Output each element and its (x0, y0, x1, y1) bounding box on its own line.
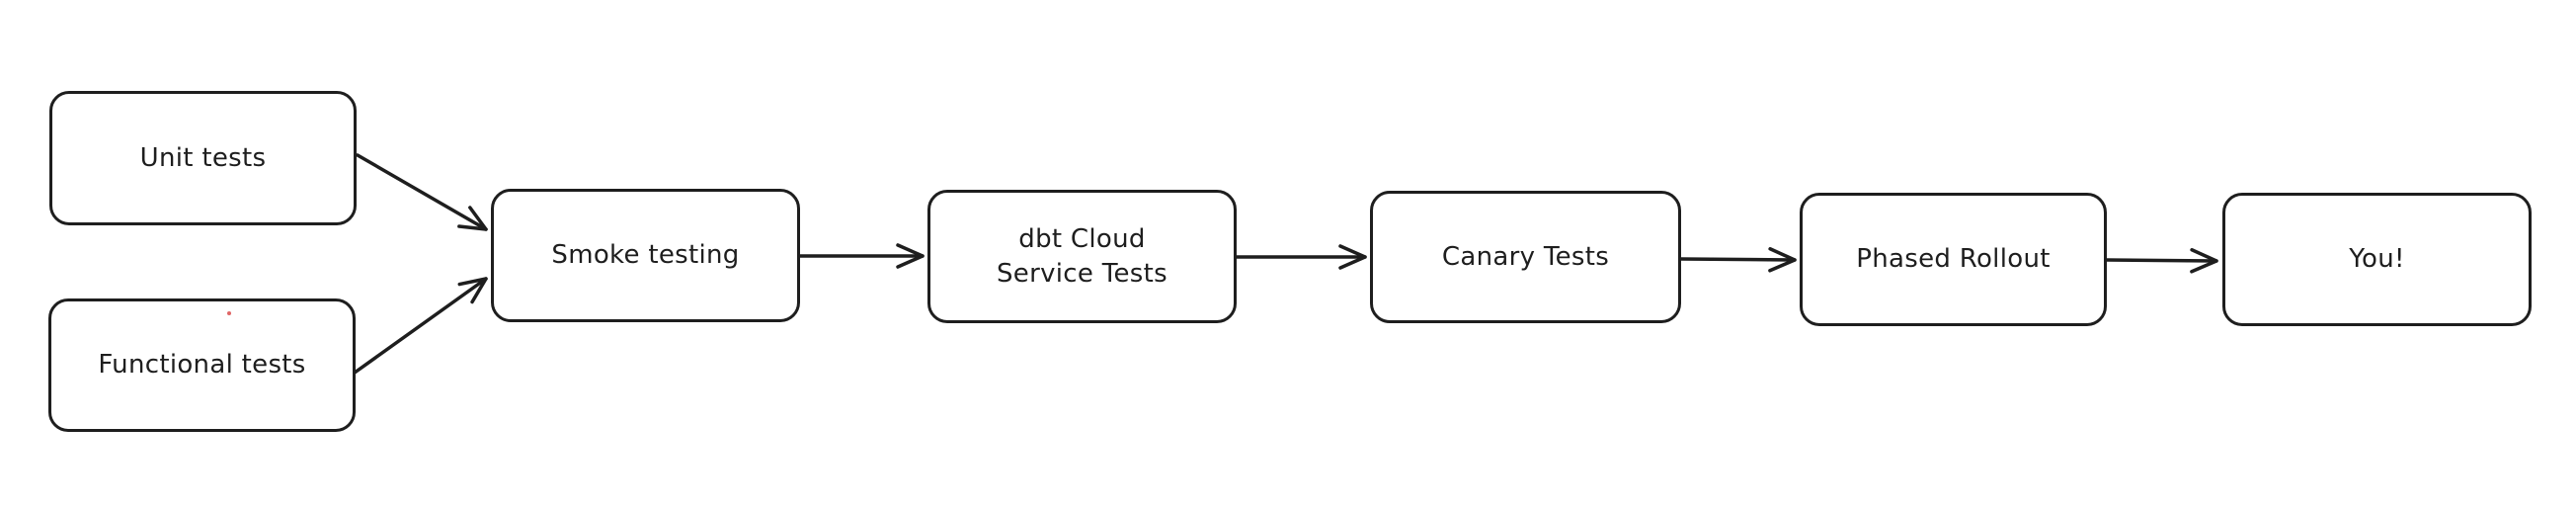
edge-canary-tests-to-phased-rollout (1679, 247, 1797, 273)
node-functional-tests-label: Functional tests (98, 350, 306, 380)
node-phased-rollout: Phased Rollout (1800, 193, 2107, 326)
node-you: You! (2222, 193, 2532, 326)
node-dbt-cloud-service-tests: dbt Cloud Service Tests (927, 190, 1237, 323)
stray-red-dot (227, 311, 231, 315)
node-you-label: You! (2349, 244, 2405, 274)
node-smoke-testing: Smoke testing (491, 189, 800, 322)
node-unit-tests-label: Unit tests (139, 142, 267, 173)
node-canary-tests: Canary Tests (1370, 191, 1681, 323)
node-dbt-cloud-service-tests-label: dbt Cloud Service Tests (996, 223, 1167, 289)
node-functional-tests: Functional tests (48, 298, 356, 432)
node-unit-tests: Unit tests (49, 91, 357, 225)
node-phased-rollout-label: Phased Rollout (1856, 244, 2051, 274)
edge-functional-tests-to-smoke-testing (353, 277, 488, 375)
edge-unit-tests-to-smoke-testing (356, 153, 488, 231)
node-canary-tests-label: Canary Tests (1441, 241, 1610, 272)
edge-phased-rollout-to-you (2105, 248, 2218, 274)
node-smoke-testing-label: Smoke testing (551, 240, 740, 270)
